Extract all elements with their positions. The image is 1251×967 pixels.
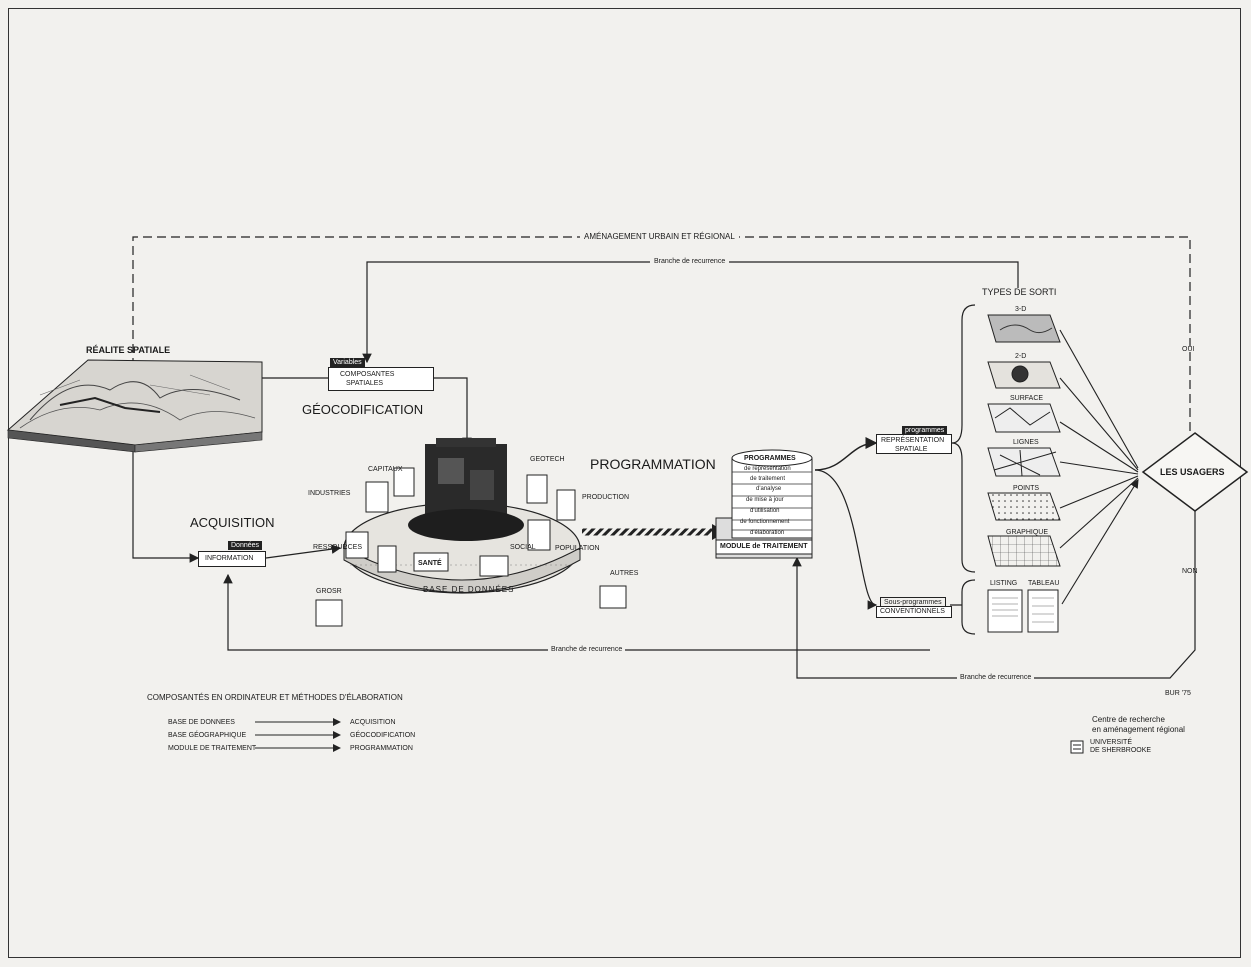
program-line-2: de traitement — [750, 476, 785, 482]
output-lignes: LIGNES — [1013, 439, 1039, 446]
program-line-6: de fonctionnement — [740, 519, 789, 525]
recurrence-mid-label: Branche de recurrence — [548, 646, 625, 653]
information-label: INFORMATION — [205, 555, 253, 562]
recurrence-low-label: Branche de recurrence — [957, 674, 1034, 681]
category-population: POPULATION — [555, 545, 600, 552]
recurrence-top-line — [367, 262, 1018, 362]
category-sante: SANTÉ — [418, 560, 442, 567]
output-surface: SURFACE — [1010, 395, 1043, 402]
module-label: MODULE de TRAITEMENT — [720, 543, 808, 550]
program-line-7: d'élaboration — [750, 530, 784, 536]
composantes-to-database-line — [434, 378, 467, 446]
legend-from-2: BASE GÉOGRAPHIQUE — [168, 732, 246, 739]
output-2d: 2-D — [1015, 353, 1026, 360]
representation-line2: SPATIALE — [895, 446, 927, 453]
acquisition-title: ACQUISITION — [190, 516, 275, 529]
centre-line2: en aménagement régional — [1092, 726, 1185, 734]
category-grosr: GROSR — [316, 588, 342, 595]
output-tableau: TABLEAU — [1028, 580, 1059, 587]
legend-title: COMPOSANTÉS EN ORDINATEUR ET MÉTHODES D'… — [147, 694, 403, 702]
legend-to-3: PROGRAMMATION — [350, 745, 413, 752]
non-label: NON — [1182, 568, 1198, 575]
output-graphique: GRAPHIQUE — [1006, 529, 1048, 536]
amenagement-label: AMÉNAGEMENT URBAIN ET RÉGIONAL — [580, 233, 739, 241]
programmation-title: PROGRAMMATION — [590, 457, 716, 471]
output-points: POINTS — [1013, 485, 1039, 492]
module-to-conventionnels-line — [815, 470, 876, 605]
category-social: SOCIAL — [510, 544, 536, 551]
legend-to-1: ACQUISITION — [350, 719, 396, 726]
univ-line2: DE SHERBROOKE — [1090, 747, 1151, 754]
module-to-representation-line — [815, 443, 876, 470]
composantes-line1: COMPOSANTES — [340, 371, 394, 378]
donnees-tab: Données — [228, 541, 262, 550]
category-autres: AUTRES — [610, 570, 638, 577]
legend-from-1: BASE DE DONNEES — [168, 719, 235, 726]
legend-from-3: MODULE DE TRAITEMENT — [168, 745, 256, 752]
types-sorti-title: TYPES DE SORTI — [980, 288, 1058, 297]
program-line-1: de représentation — [744, 466, 791, 472]
variables-tab: Variables — [330, 358, 365, 367]
category-production: PRODUCTION — [582, 494, 629, 501]
composantes-line2: SPATIALES — [346, 380, 383, 387]
legend-to-2: GÉOCODIFICATION — [350, 732, 415, 739]
conventionnels-label: CONVENTIONNELS — [880, 608, 945, 615]
representation-brace — [952, 305, 975, 572]
category-ressources: RESSOURCES — [313, 544, 362, 551]
centre-line1: Centre de recherche — [1092, 716, 1165, 724]
university-logo — [1071, 741, 1083, 753]
program-line-3: d'analyse — [756, 486, 781, 492]
programmes-header: PROGRAMMES — [744, 455, 796, 462]
usagers-label: LES USAGERS — [1160, 468, 1225, 477]
database-label: BASE DE DONNÉES — [423, 586, 514, 594]
program-line-5: d'utilisation — [750, 508, 780, 514]
representation-line1: REPRÉSENTATION — [881, 437, 944, 444]
univ-line1: UNIVERSITÉ — [1090, 739, 1132, 746]
category-industries: INDUSTRIES — [308, 490, 350, 497]
realite-to-information-line — [133, 445, 198, 558]
signature: BUR '75 — [1165, 690, 1191, 697]
recurrence-top-label: Branche de recurrence — [650, 258, 729, 265]
geocodification-title: GÉOCODIFICATION — [302, 403, 423, 416]
realite-title: RÉALITE SPATIALE — [86, 346, 170, 355]
terrain-block — [8, 360, 262, 452]
output-3d: 3-D — [1015, 306, 1026, 313]
category-geotech: GEOTECH — [530, 456, 565, 463]
program-line-4: de mise à jour — [746, 497, 784, 503]
oui-label: OUI — [1182, 346, 1194, 353]
output-listing: LISTING — [990, 580, 1017, 587]
conventionnels-brace — [950, 580, 975, 634]
category-capitaux: CAPITAUX — [368, 466, 403, 473]
